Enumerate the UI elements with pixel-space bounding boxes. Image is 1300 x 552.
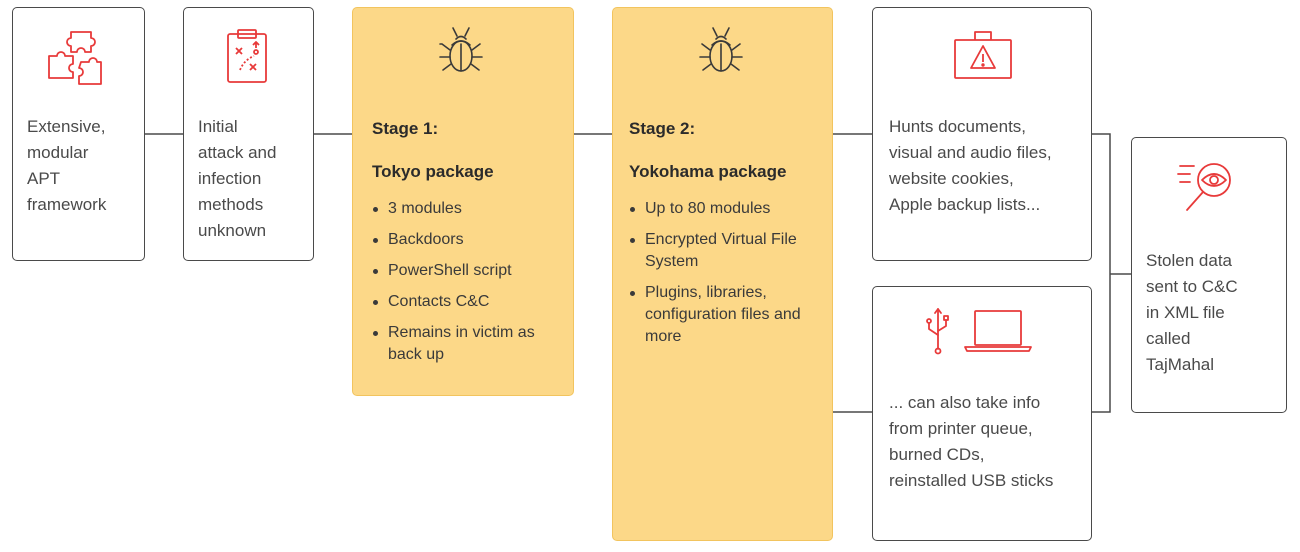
stolen-data-box: Stolen data sent to C&C in XML file call… — [1131, 137, 1287, 413]
framework-box: Extensive, modular APT framework — [12, 7, 145, 261]
initial-attack-text: Initial attack and infection methods unk… — [198, 117, 277, 240]
usb-icon — [926, 308, 949, 355]
list-item: Plugins, libraries, configuration files … — [629, 282, 825, 348]
stage1-box: Stage 1: Tokyo package 3 modules Backdoo… — [352, 7, 574, 396]
usb-text: ... can also take info from printer queu… — [889, 393, 1054, 490]
hunts-box: Hunts documents, visual and audio files,… — [872, 7, 1092, 261]
puzzle-pieces-icon — [48, 31, 102, 85]
clipboard-strategy-icon — [227, 29, 267, 83]
list-item: 3 modules — [372, 198, 568, 220]
stage1-heading: Stage 1: — [372, 119, 439, 138]
list-item: Remains in victim as back up — [372, 322, 558, 366]
list-item: PowerShell script — [372, 260, 568, 282]
list-item: Backdoors — [372, 229, 568, 251]
bug-icon — [699, 27, 743, 72]
list-item: Up to 80 modules — [629, 198, 819, 220]
hunts-text: Hunts documents, visual and audio files,… — [889, 117, 1052, 214]
stage2-bullet-list: Up to 80 modules Encrypted Virtual File … — [629, 198, 819, 357]
stage1-package-title: Tokyo package — [372, 162, 494, 181]
list-item: Encrypted Virtual File System — [629, 229, 815, 273]
warning-briefcase-icon — [954, 31, 1012, 79]
usb-box: ... can also take info from printer queu… — [872, 286, 1092, 541]
laptop-icon — [964, 310, 1032, 352]
stage2-package-title: Yokohama package — [629, 162, 787, 181]
stage1-bullet-list: 3 modules Backdoors PowerShell script Co… — [372, 198, 568, 375]
eye-magnifier-icon — [1177, 163, 1231, 211]
stage2-heading: Stage 2: — [629, 119, 696, 138]
framework-text: Extensive, modular APT framework — [27, 117, 107, 214]
stage2-box: Stage 2: Yokohama package Up to 80 modul… — [612, 7, 833, 541]
initial-attack-box: Initial attack and infection methods unk… — [183, 7, 314, 261]
stolen-data-text: Stolen data sent to C&C in XML file call… — [1146, 251, 1238, 374]
bug-icon — [439, 27, 483, 72]
list-item: Contacts C&C — [372, 291, 568, 313]
